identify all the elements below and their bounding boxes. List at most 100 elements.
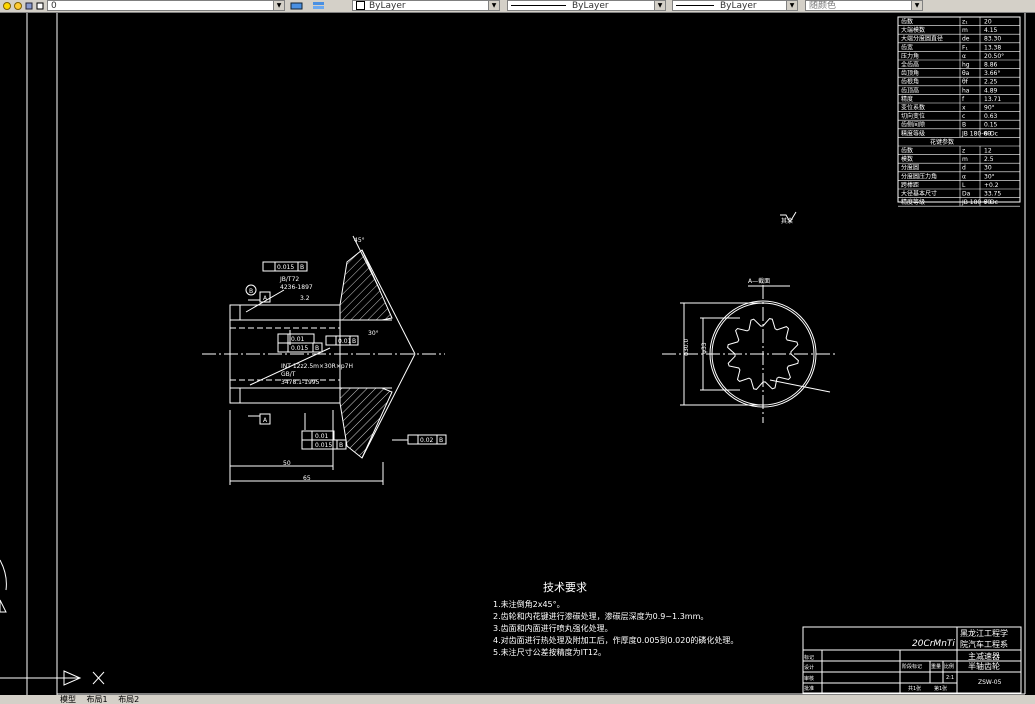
param-label: 压力角 (901, 52, 919, 60)
tol-flatness-datum: B (300, 264, 304, 271)
color-value: ByLayer (369, 1, 406, 11)
tech-req-item-1: 1.未注倒角2x45°。 (493, 599, 565, 609)
chevron-down-icon[interactable]: ▼ (911, 1, 922, 10)
layer-on-icon[interactable] (2, 1, 12, 10)
sheet-current: 第1张 (934, 685, 947, 692)
spline-note-3: 3478.1-1995 (281, 379, 320, 386)
tech-requirements: 技术要求 1.未注倒角2x45°。 2.齿轮和内花键进行渗碳处理，渗碳层深度为0… (493, 581, 738, 657)
param-label: 全齿高 (901, 61, 919, 69)
chevron-down-icon[interactable]: ▼ (654, 1, 665, 10)
tol-cyl-2-datum: B (339, 442, 343, 449)
param-label: 齿顶角 (901, 69, 919, 77)
layer-color-icon[interactable] (35, 1, 45, 10)
tab-layout1[interactable]: 布局1 (86, 695, 108, 704)
layer-previous-icon[interactable] (312, 1, 326, 10)
param-symbol: ha (962, 87, 970, 94)
tech-req-item-4: 4.对齿面进行热处理及附加工后，作厚度0.005到0.020的磷化处理。 (493, 635, 738, 645)
tol-concentric-datum: B (352, 338, 356, 345)
param-value: 83.30 (984, 36, 1001, 43)
row-mark: 标记 (804, 654, 814, 661)
make-current-layer-icon[interactable] (290, 1, 304, 10)
drawing-number: ZSW-05 (978, 679, 1002, 686)
param-symbol: B (962, 122, 966, 129)
param-label: 齿宽 (901, 43, 913, 51)
section-a-a-label: A—截面 (748, 277, 770, 285)
param-symbol: JB 180-60 (961, 130, 991, 137)
tol-runout-1: 0.01 (291, 336, 305, 343)
school-line-1: 黑龙江工程学 (960, 628, 1008, 638)
note-standard-1: JB/T72 (279, 276, 299, 283)
param-value: 33.75 (984, 191, 1001, 198)
param-label: 模数 (901, 155, 913, 163)
param-value: 30 (984, 165, 992, 172)
plotstyle-value: 随颜色 (809, 1, 837, 11)
linetype-value: ByLayer (572, 1, 609, 11)
freeze-icon[interactable] (13, 1, 23, 10)
tab-model[interactable]: 模型 (60, 695, 76, 704)
dim-65: 65 (303, 475, 311, 482)
tol-concentric: 0.01 (338, 338, 352, 345)
param-symbol: F₁ (962, 44, 968, 51)
school-line-2: 院汽车工程系 (960, 639, 1008, 649)
param-label: 大径基本尺寸 (901, 190, 937, 198)
lineweight-dropdown[interactable]: ByLayer ▼ (672, 0, 798, 11)
param-label: 变位系数 (901, 104, 925, 112)
param-value: 30° (984, 173, 995, 180)
param-label: 精度等级 (901, 129, 925, 137)
param-value: 12 (984, 148, 992, 155)
surface-note: 其余 (781, 217, 793, 225)
param-value: 3.66° (984, 70, 1000, 77)
row-review: 审核 (804, 675, 814, 682)
param-value: +0.2 (984, 182, 999, 189)
angle-45: 45° (354, 237, 365, 244)
param-symbol: JB 180-60 (961, 199, 991, 206)
param-symbol: m (962, 27, 968, 34)
param-label: 精度 (901, 95, 913, 103)
left-section-view (202, 235, 447, 485)
linetype-dropdown[interactable]: ByLayer ▼ (507, 0, 666, 11)
param-symbol: L (962, 182, 966, 189)
param-label: 分度圆 (901, 164, 919, 172)
param-label: 精度等级 (901, 198, 925, 206)
row-design: 设计 (804, 664, 814, 671)
param-label: 齿数 (901, 18, 913, 26)
param-label: 大端分度圆直径 (901, 35, 943, 43)
scale-value: 2:1 (946, 675, 954, 681)
param-value: 90° (984, 105, 995, 112)
material-label: 20CrMnTi (912, 639, 955, 649)
param-label: 跨棒距 (901, 181, 919, 189)
param-value: 2.25 (984, 79, 998, 86)
param-value: 13.38 (984, 44, 1001, 51)
chevron-down-icon[interactable]: ▼ (273, 1, 284, 10)
tol-right-datum: B (439, 437, 443, 444)
param-label: 齿顶高 (901, 86, 919, 94)
sheet-total: 共1张 (908, 685, 921, 692)
tab-layout2[interactable]: 布局2 (118, 695, 140, 704)
tech-req-item-3: 3.齿面和内面进行喷丸强化处理。 (493, 623, 613, 633)
tol-flatness-value: 0.015 (277, 264, 294, 271)
spline-profile (727, 318, 799, 390)
chevron-down-icon[interactable]: ▼ (786, 1, 797, 10)
spline-header: 花键参数 (930, 138, 954, 146)
tol-cyl-1: 0.015 (291, 345, 308, 352)
plotstyle-dropdown[interactable]: 随颜色 ▼ (805, 0, 923, 11)
param-value: 0.15 (984, 122, 998, 129)
param-symbol: hg (962, 62, 970, 69)
param-label: 齿侧间隙 (901, 121, 925, 129)
param-value: 20.50° (984, 53, 1004, 60)
layer-lock-icon[interactable] (24, 1, 34, 10)
color-dropdown[interactable]: ByLayer ▼ (352, 0, 500, 11)
part-name-1: 主减速器 (968, 651, 1000, 661)
param-value: 7-Dc (984, 199, 998, 206)
param-label: 切向变位 (901, 112, 925, 120)
chevron-down-icon[interactable]: ▼ (488, 1, 499, 10)
param-symbol: x (962, 105, 966, 112)
section-a-bottom: A (263, 417, 268, 424)
layer-value: 0 (51, 1, 57, 11)
ucs-icon (0, 559, 105, 686)
tech-req-item-5: 5.未注尺寸公差按精度为IT12。 (493, 647, 606, 657)
layer-dropdown[interactable]: 0 ▼ (47, 0, 285, 11)
param-symbol: c (962, 113, 965, 120)
